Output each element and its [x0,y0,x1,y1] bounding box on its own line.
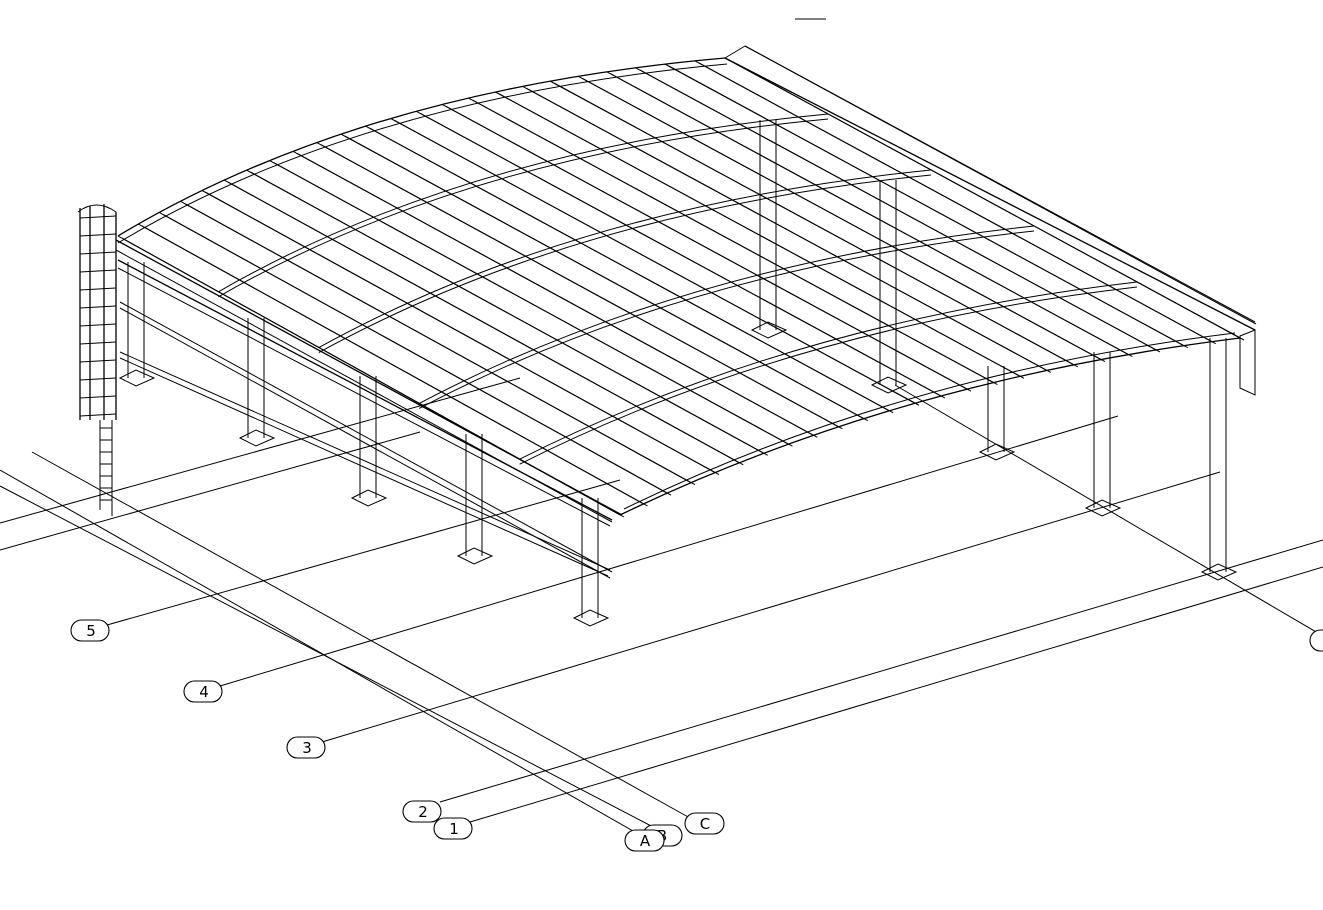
cage-hoop [79,215,117,219]
cage-hoop [79,359,117,363]
axis-label-5: 5 [86,622,96,640]
ladder-cage [77,204,117,516]
axis-line-1 [469,566,1323,823]
purlin-edge [344,135,868,422]
cage-hoop [79,395,117,399]
axis-line-ext-1 [0,377,521,524]
rafter-edge [418,230,1035,409]
eave-beam [117,259,613,579]
cage-hoop [79,233,117,237]
columns [118,120,1238,627]
purlin-edge [420,112,946,399]
purlin-edge [250,171,768,456]
cage-hoop [79,341,117,345]
column-base-plate [572,609,610,627]
purlin-edge [142,225,648,507]
purlin-edge [205,192,720,476]
purlin-edge [445,106,972,392]
axis-line-ext-2 [0,431,421,551]
axis-line-c [31,451,691,819]
axis-bubble-edge-right [1309,629,1323,652]
column-base-plate [118,369,156,387]
column-base-plate [1200,563,1238,581]
purlin-edge [320,144,843,430]
axis-bubble-1: 1 [433,817,473,840]
rafter [318,169,932,349]
axis-line-5 [106,479,621,626]
purlin-edge [394,120,920,406]
axis-line-b [0,485,656,829]
ladder-rungs [79,215,117,501]
purlin-edge [728,59,1245,341]
purlin-edge [227,181,744,466]
purlin-edge [472,99,998,386]
rafter-edge [318,174,932,354]
axis-label-3: 3 [302,739,312,757]
axis-line-a [0,469,641,836]
axis-bubble-3: 3 [286,736,326,759]
column-base-plate [978,443,1016,461]
cage-hoop [79,377,117,381]
purlin-edge [639,69,1161,353]
column-base-plate [456,547,494,565]
purlin-edge [668,65,1188,349]
purlin-edge [499,93,1025,379]
roof-purlins [117,57,1245,518]
purlin-edge [526,87,1052,373]
axis-label-4: 4 [199,683,209,701]
rafter [218,113,829,293]
column-base-plate [238,429,276,447]
axis-line-3 [321,471,1221,743]
purlin-edge [698,62,1217,345]
roof [115,45,1257,523]
axis-bubble-a: A [624,829,665,852]
roof-ridge-edge [724,57,1256,331]
axis-bubble-c: C [684,812,725,835]
roof-rafters [218,113,1138,465]
purlin-edge [273,162,793,447]
axis-label-a: A [640,832,651,850]
column-base-plate [350,489,388,507]
column-base-plate [870,376,908,394]
rafter [519,281,1138,460]
cage-hoop [79,413,117,417]
grid-axis-lines [0,377,1323,836]
rafter-edge [218,118,829,298]
gable-fascia [1239,329,1256,396]
purlin-edge [610,73,1133,358]
rafter-edge [519,286,1138,465]
purlin-edge [121,237,625,518]
axis-label-c: C [700,815,710,833]
axis-line-4 [219,415,1119,687]
axis-line-2 [439,539,1323,803]
axis-bubble-2: 2 [402,800,442,823]
column-base-plate [750,321,788,339]
cage-hoop [79,305,117,309]
axis-line-c-right [894,384,1323,637]
axis-label-1: 1 [449,820,459,838]
rafter [418,225,1035,404]
purlin-edge [296,152,818,438]
column-base-plate [1084,499,1122,517]
cage-hoop [79,323,117,327]
axis-bubble-4: 4 [183,680,223,703]
axis-label-2: 2 [418,803,428,821]
roof-back-eave [619,337,1241,516]
purlin-edge [184,202,696,486]
purlin-edge [162,214,672,496]
purlin-edge [369,127,894,414]
purlin-edge [553,82,1078,368]
cage-hoop [79,287,117,291]
cage-hoop [79,269,117,273]
cage-hoop [79,251,117,255]
purlin-edge [582,77,1106,362]
axis-bubble-5: 5 [70,619,110,642]
